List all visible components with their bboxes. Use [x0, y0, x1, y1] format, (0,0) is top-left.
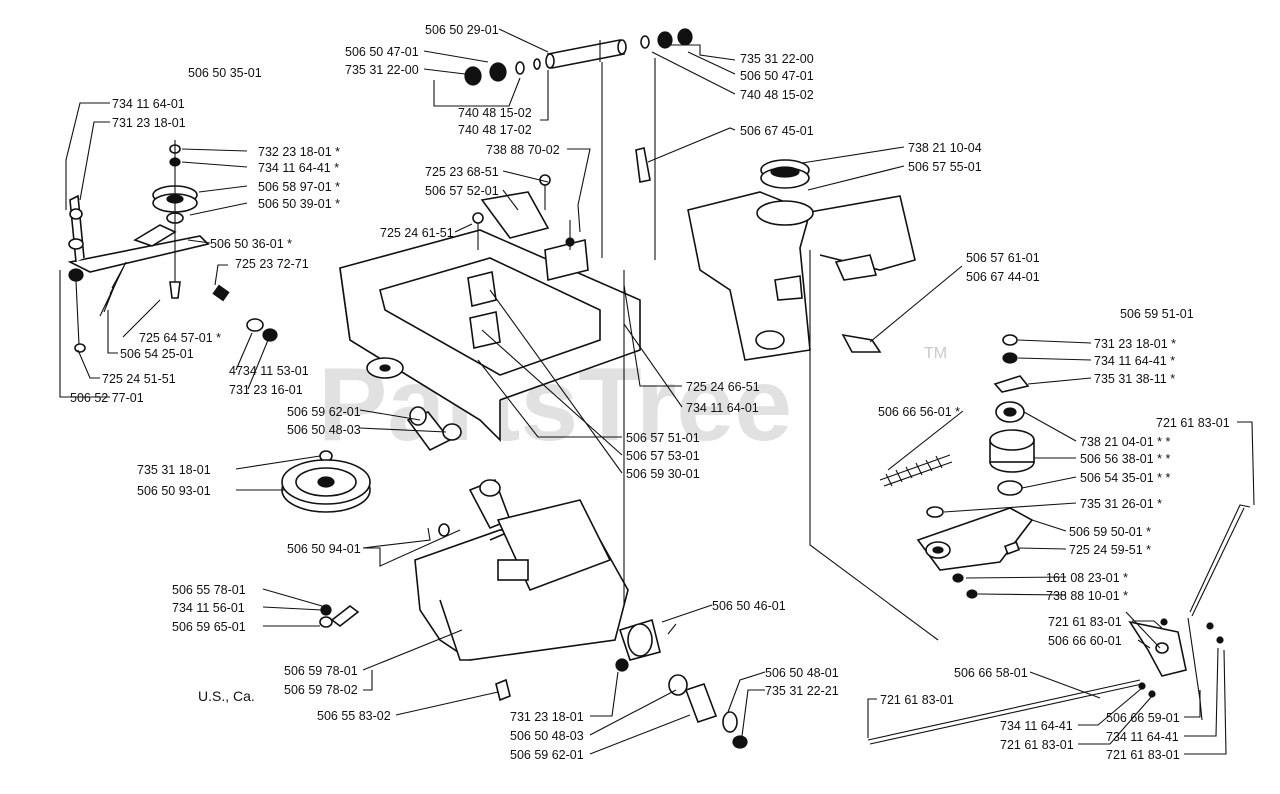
watermark-trademark: TM: [924, 345, 947, 362]
part-label: 506 50 48-03: [287, 423, 361, 437]
part-label: 506 66 60-01: [1048, 634, 1122, 648]
part-label: 734 11 64-41 *: [1094, 354, 1175, 368]
assembly-label-top-left: 506 50 35-01: [188, 66, 262, 80]
part-label: 735 31 22-00: [740, 52, 814, 66]
part-label: 721 61 83-01: [1000, 738, 1074, 752]
part-label: 506 66 59-01: [1106, 711, 1180, 725]
part-label: 506 50 47-01: [345, 45, 419, 59]
gearbox-drawing: [319, 406, 748, 749]
mounting-plate-drawing: [339, 174, 641, 442]
part-label: 734 11 64-41: [1106, 730, 1179, 744]
part-labels: 506 50 35-01 506 59 51-01 U.S., Ca. 734 …: [70, 23, 1230, 762]
shaft-assembly-drawing: [464, 28, 693, 86]
part-label: 506 54 35-01 * *: [1080, 471, 1170, 485]
part-label: 725 23 68-51: [425, 165, 499, 179]
part-label: 506 67 44-01: [966, 270, 1040, 284]
part-label: 738 88 10-01 *: [1046, 589, 1128, 603]
part-label: 725 64 57-01 *: [139, 331, 221, 345]
part-label: 506 50 94-01: [287, 542, 361, 556]
part-label: 506 59 50-01 *: [1069, 525, 1151, 539]
part-label: 506 50 47-01: [740, 69, 814, 83]
part-label: 506 66 56-01 *: [878, 405, 960, 419]
part-label: 734 11 64-41 *: [258, 161, 339, 175]
part-label: 506 59 62-01: [287, 405, 361, 419]
tensioner-assembly-drawing: [67, 140, 278, 353]
part-label: 725 24 59-51 *: [1069, 543, 1151, 557]
part-label: 738 21 04-01 * *: [1080, 435, 1170, 449]
part-label: 731 23 16-01: [229, 383, 303, 397]
part-label: 735 31 18-01: [137, 463, 211, 477]
part-label: 738 88 70-02: [486, 143, 560, 157]
part-label: 506 66 58-01: [954, 666, 1028, 680]
part-label: 506 57 55-01: [908, 160, 982, 174]
part-label: 506 50 93-01: [137, 484, 211, 498]
part-label: 735 31 22-21: [765, 684, 839, 698]
part-label: 506 56 38-01 * *: [1080, 452, 1170, 466]
part-label: 721 61 83-01: [880, 693, 954, 707]
part-label: 506 57 53-01: [626, 449, 700, 463]
part-label: 506 50 36-01 *: [210, 237, 292, 251]
linkage-drawing: [867, 504, 1251, 745]
part-label: 735 31 22-00: [345, 63, 419, 77]
part-label: 734 11 64-01: [686, 401, 759, 415]
part-label: 735 31 26-01 *: [1080, 497, 1162, 511]
part-label: 506 55 83-02: [317, 709, 391, 723]
part-label: 506 50 48-03: [510, 729, 584, 743]
part-label: 738 21 10-04: [908, 141, 982, 155]
part-label: 734 11 56-01: [172, 601, 245, 615]
leader-lines: [59, 28, 1255, 755]
part-label: 506 59 62-01: [510, 748, 584, 762]
region-note: U.S., Ca.: [198, 688, 255, 704]
part-label: 506 50 29-01: [425, 23, 499, 37]
part-label: 732 23 18-01 *: [258, 145, 340, 159]
part-label: 721 61 83-01: [1156, 416, 1230, 430]
part-label: 740 48 15-02: [458, 106, 532, 120]
part-label: 161 08 23-01 *: [1046, 571, 1128, 585]
part-label: 4734 11 53-01: [229, 364, 309, 378]
part-label: 725 24 51-51: [102, 372, 176, 386]
part-label: 506 59 65-01: [172, 620, 246, 634]
part-label: 506 52 77-01: [70, 391, 144, 405]
part-label: 506 50 39-01 *: [258, 197, 340, 211]
part-label: 725 24 61-51: [380, 226, 454, 240]
part-label: 731 23 18-01 *: [1094, 337, 1176, 351]
part-label: 506 50 46-01: [712, 599, 786, 613]
part-label: 506 50 48-01: [765, 666, 839, 680]
part-label: 740 48 17-02: [458, 123, 532, 137]
part-label: 725 23 72-71: [235, 257, 309, 271]
part-label: 506 57 61-01: [966, 251, 1040, 265]
part-label: 506 59 30-01: [626, 467, 700, 481]
part-label: 731 23 18-01: [112, 116, 186, 130]
part-label: 721 61 83-01: [1106, 748, 1180, 762]
part-label: 740 48 15-02: [740, 88, 814, 102]
part-label: 506 58 97-01 *: [258, 180, 340, 194]
part-label: 725 24 66-51: [686, 380, 760, 394]
part-label: 734 11 64-41: [1000, 719, 1073, 733]
part-label: 506 57 52-01: [425, 184, 499, 198]
assembly-label-right: 506 59 51-01: [1120, 307, 1194, 321]
part-label: 506 67 45-01: [740, 124, 814, 138]
part-label: 735 31 38-11 *: [1094, 372, 1175, 386]
housing-drawing: [635, 147, 916, 361]
part-label: 734 11 64-01: [112, 97, 185, 111]
part-label: 506 55 78-01: [172, 583, 246, 597]
part-label: 506 59 78-02: [284, 683, 358, 697]
part-label: 506 57 51-01: [626, 431, 700, 445]
idler-stack-drawing: [879, 334, 1035, 599]
part-label: 506 54 25-01: [120, 347, 194, 361]
part-label: 721 61 83-01: [1048, 615, 1122, 629]
part-label: 731 23 18-01: [510, 710, 584, 724]
part-label: 506 59 78-01: [284, 664, 358, 678]
